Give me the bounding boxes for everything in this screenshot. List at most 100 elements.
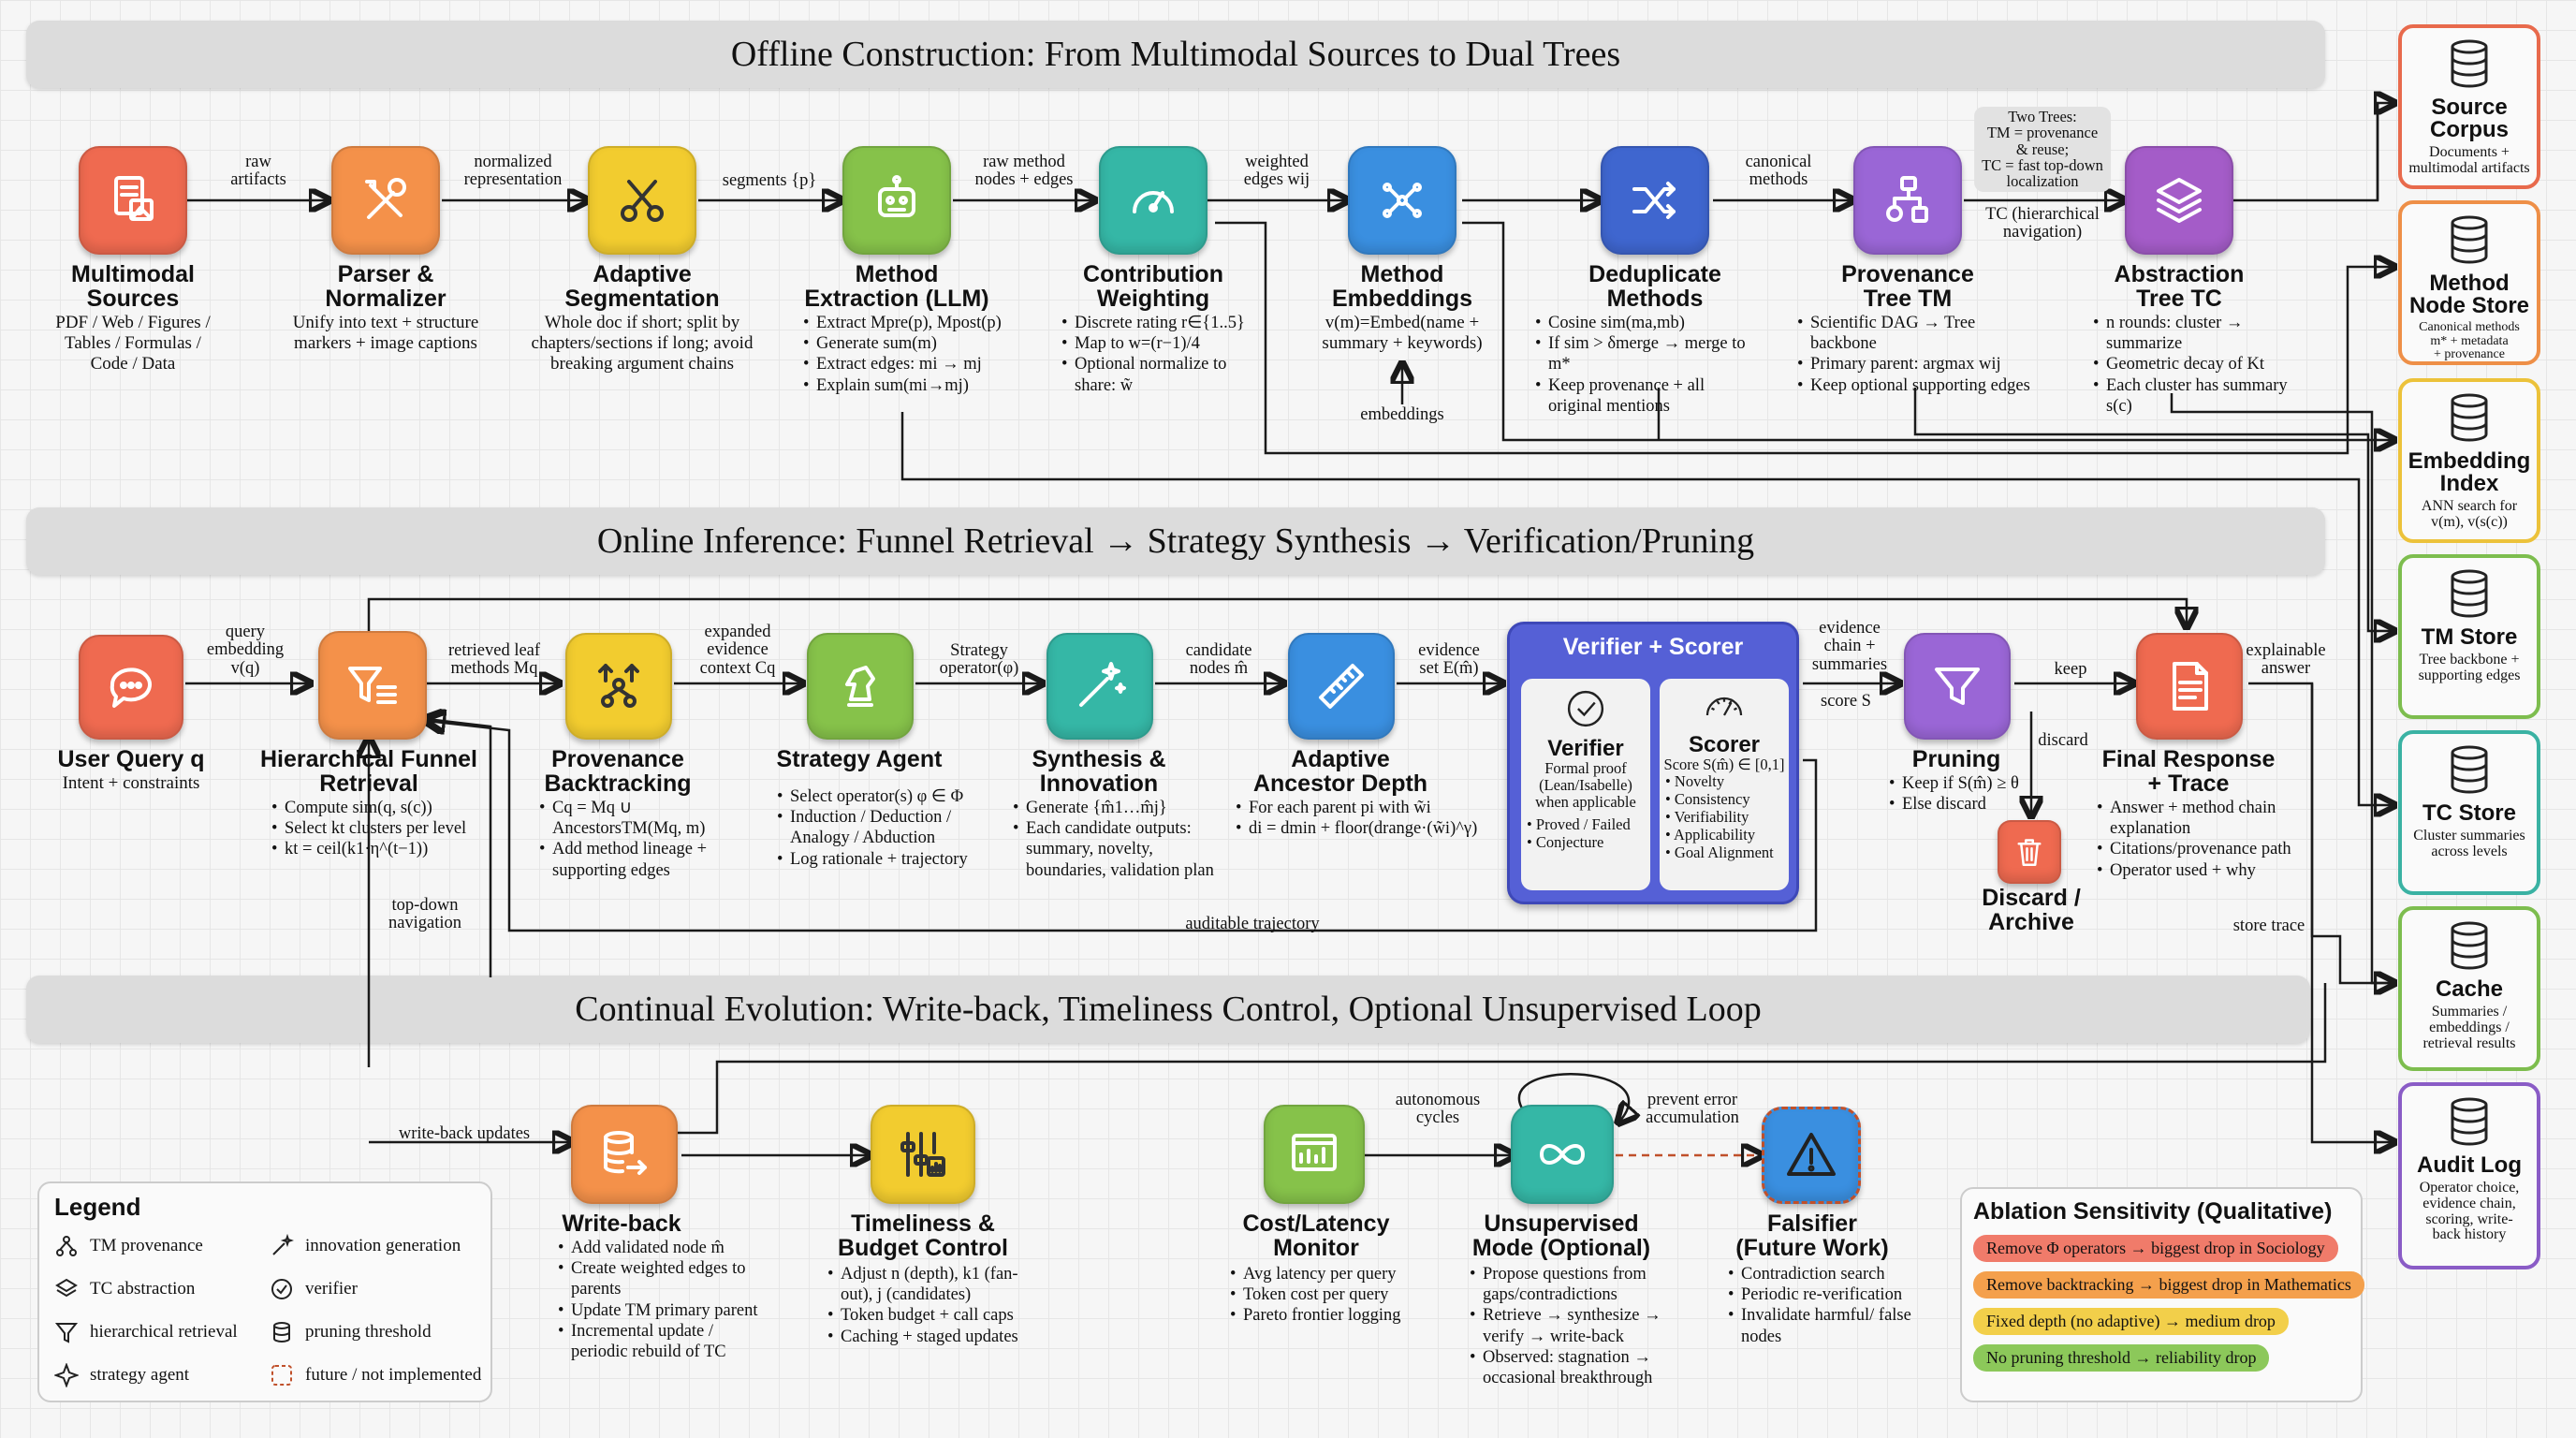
write-back-title: Write-back: [562, 1211, 681, 1237]
robot-icon: [878, 175, 915, 217]
adaptive-segmentation-desc: Whole doc if short; split by chapters/se…: [531, 313, 754, 374]
pruning-node: [1904, 633, 2011, 740]
bullet: Select kt clusters per level: [271, 818, 496, 839]
database-icon: [273, 1322, 290, 1343]
auditable-trajectory-label: auditable trajectory: [1185, 915, 1320, 933]
bullet: Update TM primary parent: [558, 1300, 773, 1321]
bullet: Optional normalize to share: w̃: [1061, 354, 1267, 395]
bullet: Select operator(s) φ ∈ Φ: [777, 786, 983, 807]
legend-item: hierarchical retrieval: [54, 1320, 238, 1344]
tree-icon: [1886, 176, 1928, 223]
bullet: Incremental update / periodic rebuild of…: [558, 1321, 773, 1362]
cost-latency-title: Cost/Latency Monitor: [1242, 1211, 1390, 1262]
database-write-icon: [604, 1131, 647, 1175]
database-icon: [2451, 39, 2488, 88]
layers-icon: [2157, 178, 2202, 223]
legend-label: verifier: [305, 1279, 358, 1299]
store-title: Cache: [2435, 976, 2504, 1002]
pruning-title: Pruning: [1911, 746, 2001, 772]
bullet: Adjust n (depth), k1 (fan-out), j (candi…: [827, 1264, 1033, 1305]
user-query-desc: Intent + constraints: [62, 773, 200, 793]
parser-normalizer-title: Parser & Normalizer: [325, 261, 446, 313]
tc-store[interactable]: TC Store Cluster summaries across levels: [2398, 730, 2540, 895]
audit-log-store[interactable]: Audit Log Operator choice, evidence chai…: [2398, 1082, 2540, 1269]
timeliness-title: Timeliness & Budget Control: [838, 1211, 1008, 1262]
database-icon: [2451, 1097, 2488, 1146]
weighted-edges-label: weighted edges wij: [1243, 153, 1310, 190]
legend-label: pruning threshold: [305, 1322, 432, 1342]
segments-label: segments {p}: [722, 171, 817, 190]
final-response-node: [2136, 633, 2243, 740]
falsifier-bullets: Contradiction search Periodic re-verific…: [1728, 1264, 1915, 1347]
raw-artifacts-label: raw artifacts: [230, 153, 286, 190]
magic-wand-icon: [272, 1234, 294, 1255]
strategy-operator-label: Strategy operator(φ): [939, 641, 1019, 679]
bullet: Novelty: [1665, 772, 1789, 791]
bullet: Generate {m̂1…m̂j}: [1013, 798, 1228, 818]
provenance-tree-node: [1853, 146, 1962, 255]
falsifier-node: [1762, 1107, 1861, 1204]
discard-node: [1998, 820, 2061, 884]
multimodal-sources-title: Multimodal Sources: [71, 261, 195, 313]
evidence-chain-label: evidence chain + summaries: [1811, 619, 1888, 674]
verifier-card: Verifier Formal proof (Lean/Isabelle) wh…: [1521, 679, 1650, 890]
tm-store[interactable]: TM Store Tree backbone + supporting edge…: [2398, 554, 2540, 719]
ablation-title: Ablation Sensitivity (Qualitative): [1973, 1198, 2333, 1225]
legend-label: TC abstraction: [90, 1279, 196, 1299]
bullet: Goal Alignment: [1665, 844, 1789, 862]
funnel-retrieval-bullets: Compute sim(q, s(c)) Select kt clusters …: [271, 798, 496, 860]
bullet: Contradiction search: [1728, 1264, 1915, 1284]
verifier-scorer-box: Verifier + Scorer Verifier Formal proof …: [1507, 622, 1799, 904]
write-back-bullets: Add validated node m̂ Create weighted ed…: [558, 1238, 773, 1362]
bullet: Cq = Mq ∪ AncestorsTM(Mq, m): [539, 798, 726, 839]
scorer-card: Scorer Score S(m̂) ∈ [0,1] Novelty Consi…: [1660, 679, 1789, 890]
method-embeddings-title: Method Embeddings: [1331, 261, 1473, 313]
store-title: Embedding Index: [2408, 448, 2531, 496]
gauge-icon: [1705, 697, 1743, 716]
chat-icon: [110, 668, 152, 708]
embedding-index-store[interactable]: Embedding Index ANN search for v(m), v(s…: [2398, 378, 2540, 543]
cache-store[interactable]: Cache Summaries / embeddings / retrieval…: [2398, 906, 2540, 1071]
bullet: Extract Mpre(p), Mpost(p): [803, 313, 1009, 333]
scorer-bullets: Novelty Consistency Verifiability Applic…: [1660, 772, 1789, 862]
sliders-icon: [900, 1132, 945, 1177]
layers-icon: [55, 1278, 78, 1298]
offline-section-band: Offline Construction: From Multimodal So…: [26, 21, 2325, 88]
bullet: Token budget + call caps: [827, 1305, 1033, 1326]
compass-icon: [54, 1363, 79, 1387]
provenance-backtracking-title: Provenance Backtracking: [544, 746, 692, 798]
legend-title: Legend: [54, 1193, 141, 1221]
store-desc: ANN search for v(m), v(s(c)): [2421, 498, 2518, 530]
check-circle-icon: [1567, 690, 1604, 727]
chess-knight-icon: [845, 666, 875, 707]
document-icon: [2173, 662, 2208, 711]
bullet: Scientific DAG → Tree backbone: [1797, 313, 2041, 354]
document-image-icon: [114, 176, 154, 221]
method-node-store[interactable]: Method Node Store Canonical methods m* +…: [2398, 200, 2540, 365]
embedding-icon: [1383, 183, 1422, 218]
bullet: Token cost per query: [1230, 1284, 1417, 1305]
synthesis-innovation-node: [1046, 633, 1153, 740]
bullet: Consistency: [1665, 790, 1789, 809]
write-back-updates-label: write-back updates: [398, 1124, 531, 1143]
bullet: Verifiability: [1665, 808, 1789, 827]
legend-item: innovation generation: [270, 1234, 461, 1258]
ancestor-depth-node: [1288, 633, 1395, 740]
deduplicate-methods-bullets: Cosine sim(ma,mb) If sim > δmerge → merg…: [1535, 313, 1760, 417]
ancestor-depth-title: Adaptive Ancestor Depth: [1252, 746, 1428, 798]
trash-icon: [2017, 839, 2042, 866]
source-corpus-store[interactable]: Source Corpus Documents + multimodal art…: [2398, 24, 2540, 189]
falsifier-title: Falsifier (Future Work): [1735, 1211, 1889, 1262]
adaptive-segmentation-title: Adaptive Segmentation: [564, 261, 720, 313]
database-icon: [2451, 921, 2488, 970]
method-embeddings-node: [1348, 146, 1456, 255]
bullet: Each candidate outputs: summary, novelty…: [1013, 818, 1228, 881]
provenance-tree-bullets: Scientific DAG → Tree backbone Primary p…: [1797, 313, 2041, 396]
contribution-weighting-title: Contribution Weighting: [1083, 261, 1223, 313]
expanded-evidence-label: expanded evidence context Cq: [699, 623, 776, 678]
bullet: Caching + staged updates: [827, 1327, 1033, 1347]
abstraction-tree-node: [2125, 146, 2233, 255]
legend-item: strategy agent: [54, 1363, 189, 1387]
funnel-list-icon: [348, 667, 397, 704]
provenance-backtracking-bullets: Cq = Mq ∪ AncestorsTM(Mq, m) Add method …: [539, 798, 726, 881]
